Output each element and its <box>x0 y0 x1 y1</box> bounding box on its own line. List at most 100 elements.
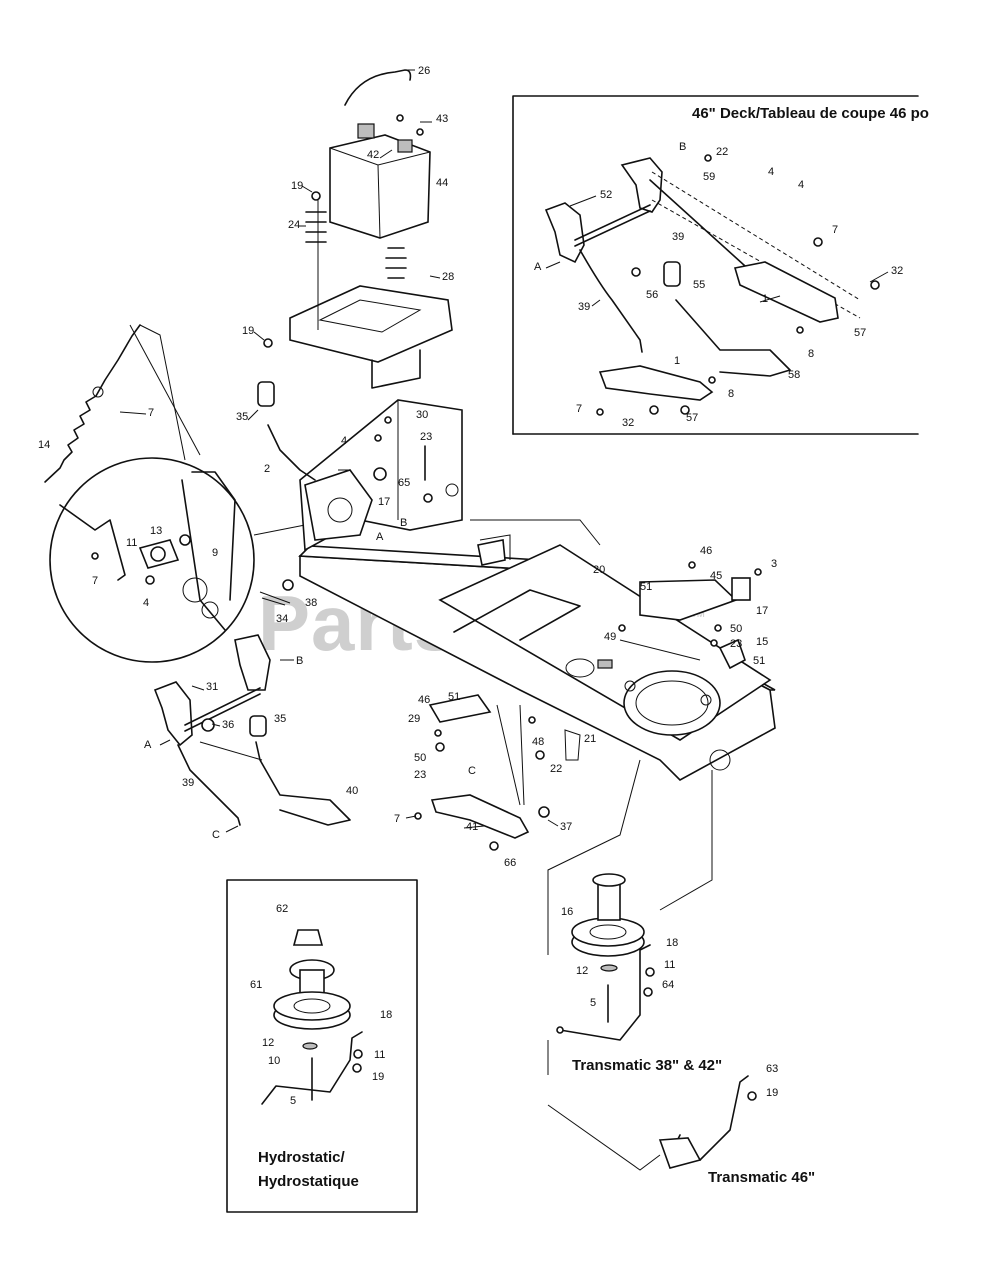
leader-ticks <box>119 69 889 833</box>
spring-24 <box>305 211 327 243</box>
callout: 39 <box>578 301 590 313</box>
callout: 30 <box>416 409 428 421</box>
transmatic-46-bracket <box>658 1075 757 1169</box>
callout: 50 <box>414 752 426 764</box>
pedal-bracket-A <box>153 681 193 747</box>
callout: 4 <box>143 597 149 609</box>
callout: 38 <box>305 597 317 609</box>
callout: 28 <box>442 271 454 283</box>
callout: 58 <box>788 369 800 381</box>
lever-41 <box>430 794 530 839</box>
callout: A <box>376 531 384 543</box>
callout: 31 <box>206 681 218 693</box>
callout: 35 <box>274 713 286 725</box>
callout: 5 <box>590 997 596 1009</box>
callout: 56 <box>646 289 658 301</box>
callout: 62 <box>276 903 288 915</box>
callout: 12 <box>576 965 588 977</box>
callout: C <box>212 829 220 841</box>
bracket-29 <box>428 694 492 723</box>
callout: 7 <box>394 813 400 825</box>
deck-lever-bracket <box>544 202 585 264</box>
callout: 4 <box>768 166 774 178</box>
callout: 32 <box>891 265 903 277</box>
callout: 11 <box>126 537 137 549</box>
deck-knob-55 <box>663 261 681 287</box>
callout: 46 <box>418 694 430 706</box>
callout: 61 <box>250 979 262 991</box>
callout: 19 <box>291 180 303 192</box>
deck-46-box: 46" Deck/Tableau de coupe 46 po <box>512 95 929 435</box>
seat-bracket-group <box>618 561 762 670</box>
callout: 40 <box>346 785 358 797</box>
transmatic-38-42-title: Transmatic 38" & 42" <box>572 1057 722 1074</box>
callout: A <box>534 261 542 273</box>
pulley-leaders <box>547 759 713 1171</box>
callout: 39 <box>672 231 684 243</box>
callout: 49 <box>604 631 616 643</box>
callout: 23 <box>414 769 426 781</box>
callout: 57 <box>854 327 866 339</box>
callout: 8 <box>808 348 814 360</box>
callout: 63 <box>766 1063 778 1075</box>
callout: 21 <box>584 733 596 745</box>
callout: 46 <box>700 545 712 557</box>
battery-tray-28 <box>289 285 453 363</box>
callout: 19 <box>766 1087 778 1099</box>
callout: 3 <box>771 558 777 570</box>
callout: 4 <box>798 179 804 191</box>
callout: 51 <box>448 691 460 703</box>
hydrostatic-title-2: Hydrostatique <box>258 1173 359 1190</box>
bracket-45 <box>639 579 738 621</box>
callout: A <box>144 739 152 751</box>
callout: 19 <box>242 325 254 337</box>
knob-35 <box>257 381 275 407</box>
callout: 65 <box>398 477 410 489</box>
pulley-62 <box>292 929 324 946</box>
callout: 32 <box>622 417 634 429</box>
pulley-16 <box>571 917 645 947</box>
callout: 39 <box>182 777 194 789</box>
callout: 52 <box>600 189 612 201</box>
callout: 18 <box>666 937 678 949</box>
callout: 50 <box>730 623 742 635</box>
callout: 16 <box>561 906 573 918</box>
deck-rod-58 <box>675 299 791 377</box>
spring-14 <box>44 324 141 483</box>
pedal-bracket-B <box>234 634 271 691</box>
callout: 37 <box>560 821 572 833</box>
callout: 43 <box>436 113 448 125</box>
shift-lever <box>257 381 392 481</box>
callout: 14 <box>38 439 50 451</box>
transmatic-46-title: Transmatic 46" <box>708 1169 815 1186</box>
rod-39 <box>177 744 241 826</box>
rod-40 <box>255 741 351 826</box>
callout: C <box>468 765 476 777</box>
callout: 22 <box>716 146 728 158</box>
callout: 10 <box>268 1055 280 1067</box>
callout: 19 <box>372 1071 384 1083</box>
callout: 42 <box>367 149 379 161</box>
callout: 51 <box>753 655 765 667</box>
callout: 48 <box>532 736 544 748</box>
callout: 23 <box>730 638 742 650</box>
callout: 17 <box>756 605 768 617</box>
callout: 66 <box>504 857 516 869</box>
frame-crossmember-20 <box>453 589 581 641</box>
callout: 11 <box>374 1049 385 1061</box>
deck-lift-arm-1b <box>598 365 714 401</box>
callout: 22 <box>550 763 562 775</box>
callout: 17 <box>378 496 390 508</box>
bushing-36 <box>201 718 215 732</box>
callout: 7 <box>148 407 154 419</box>
knob-35b <box>249 715 267 737</box>
callout: 8 <box>728 388 734 400</box>
callout: 7 <box>92 575 98 587</box>
callout: 4 <box>341 435 347 447</box>
callout: 12 <box>262 1037 274 1049</box>
detail-circle <box>49 324 306 663</box>
callout: 7 <box>576 403 582 415</box>
callout: 34 <box>276 613 288 625</box>
callout: B <box>400 517 407 529</box>
